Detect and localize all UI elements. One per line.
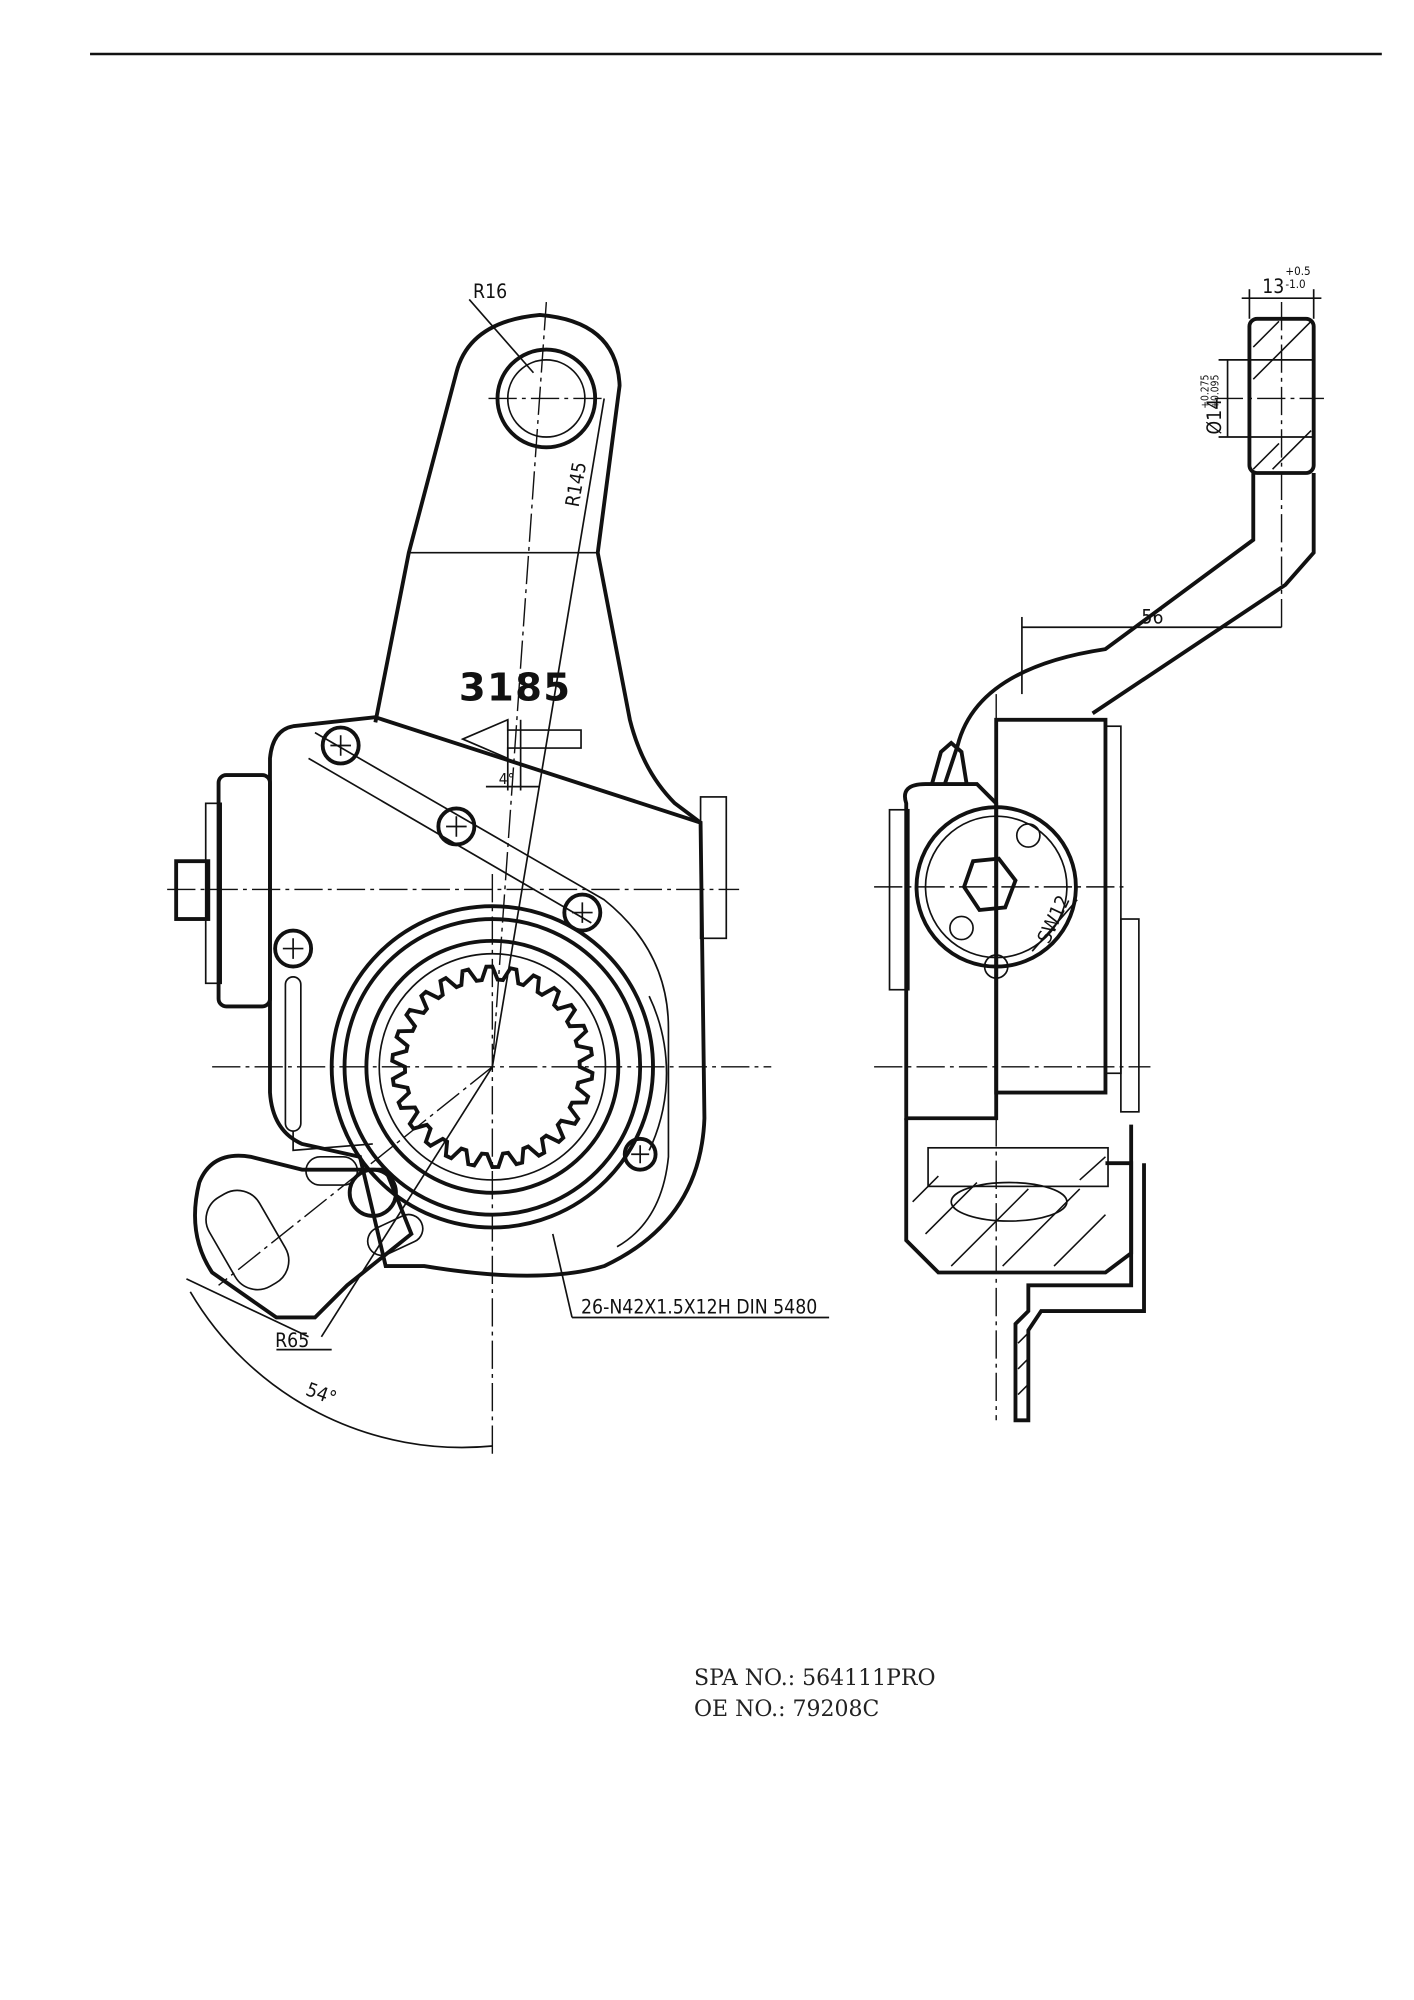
clevis-link	[193, 1153, 414, 1320]
direction-arrow	[460, 718, 582, 760]
dim-4deg: 4°	[499, 770, 515, 788]
oe-number: OE NO.: 79208C	[694, 1697, 880, 1722]
spa-number: SPA NO.: 564111PRO	[694, 1666, 936, 1691]
front-view	[167, 298, 830, 1459]
dim-width: 13	[1262, 275, 1284, 298]
dim-bore-upper: +0.275	[1199, 374, 1211, 408]
hex-adjuster	[961, 856, 1018, 913]
part-marking: 3185	[459, 666, 571, 711]
side-arm-outline	[942, 473, 1316, 785]
arm-outline	[373, 312, 702, 825]
dim-r65: R65	[275, 1329, 309, 1352]
dim-width-lower: -1.0	[1285, 277, 1305, 291]
dim-bore: Ø14	[1203, 399, 1226, 435]
dim-bore-lower: +0.095	[1210, 374, 1222, 408]
dim-r16: R16	[473, 280, 507, 303]
dim-width-upper: +0.5	[1285, 264, 1310, 278]
screw-heads	[273, 725, 658, 1172]
spline-spec: 26-N42X1.5X12H DIN 5480	[581, 1296, 817, 1319]
dim-54deg: 54°	[303, 1378, 340, 1410]
side-view	[874, 289, 1324, 1423]
dim-56: 56	[1141, 605, 1163, 628]
